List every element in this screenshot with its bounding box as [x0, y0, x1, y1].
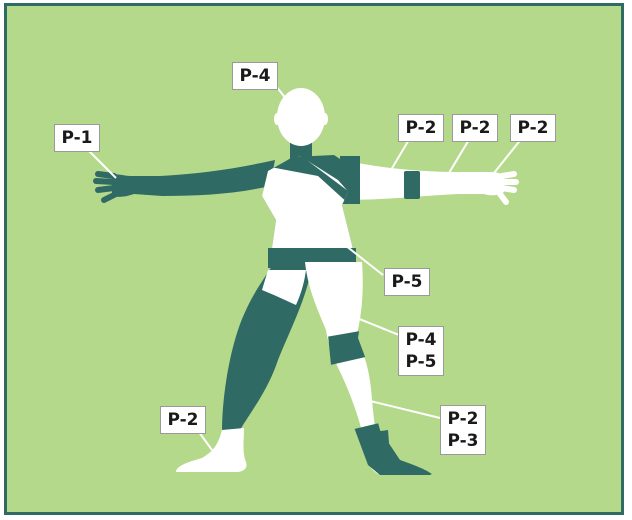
label-text: P-3 [441, 430, 485, 452]
label-text: P-4 [233, 65, 277, 87]
label-left-foot: P-2 [160, 406, 206, 434]
label-forearm: P-2 [452, 114, 498, 142]
left-hand-fingers [96, 174, 116, 200]
ear-left [274, 113, 280, 125]
label-torso: P-5 [384, 268, 430, 296]
label-text: P-2 [399, 117, 443, 139]
right-hand-fingers [500, 174, 516, 202]
label-thigh: P-4 P-5 [398, 326, 444, 376]
label-text: P-2 [441, 408, 485, 430]
ear-right [322, 113, 328, 125]
label-lower-leg: P-2 P-3 [440, 405, 486, 455]
elbow-band [404, 171, 420, 199]
label-upper-arm: P-2 [398, 114, 444, 142]
left-arm [112, 160, 275, 197]
leader-right-hand [490, 138, 522, 178]
right-arm [342, 160, 504, 200]
label-head: P-4 [232, 62, 278, 90]
label-text: P-2 [511, 117, 555, 139]
label-text: P-2 [453, 117, 497, 139]
leader-lower-leg [366, 400, 440, 418]
label-left-hand: P-1 [54, 124, 100, 152]
label-right-hand: P-2 [510, 114, 556, 142]
label-text: P-5 [399, 351, 443, 373]
label-text: P-4 [399, 329, 443, 351]
label-text: P-2 [161, 409, 205, 431]
label-text: P-1 [55, 127, 99, 149]
label-text: P-5 [385, 271, 429, 293]
